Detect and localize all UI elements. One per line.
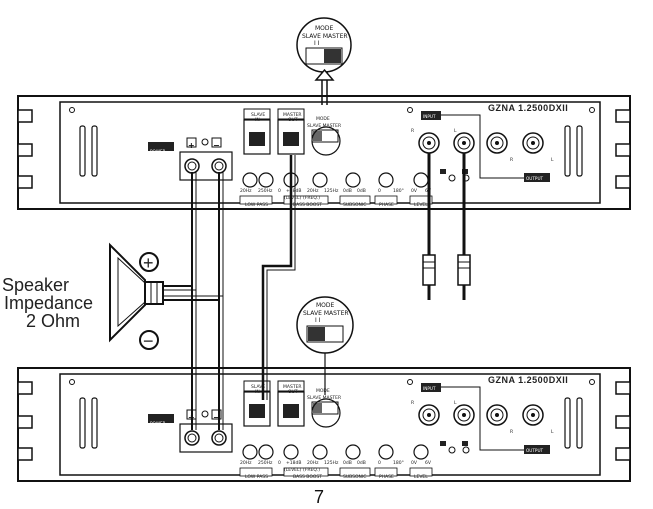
input-label: INPUT xyxy=(423,114,436,119)
model-label: GZNA 1.2500DXII xyxy=(488,103,568,113)
mode-small-label-1: MODE xyxy=(316,388,330,394)
scale-2: 250Hz xyxy=(258,460,273,466)
mode-small-label-2: SLAVE MASTER xyxy=(307,123,341,129)
amp-top-labels: GZNA 1.2500DXII POWER SLAVE IN MASTER OU… xyxy=(150,103,568,208)
slave-in-label-1: SLAVE xyxy=(251,112,265,118)
ch-r-out: R xyxy=(510,429,513,435)
mode-ticks: I I xyxy=(314,40,320,47)
output-label: OUTPUT xyxy=(526,448,544,453)
speaker-icon: + − xyxy=(109,242,164,351)
term-minus: − xyxy=(213,141,220,150)
section-low-pass: LOW PASS xyxy=(245,202,268,208)
ch-l-in: L xyxy=(454,128,457,134)
scale-12: 6V xyxy=(425,460,432,466)
model-label: GZNA 1.2500DXII xyxy=(488,375,568,385)
speaker-wires xyxy=(160,172,224,430)
scale-11: 0V xyxy=(411,188,418,194)
scale-6: 125Hz xyxy=(324,188,339,194)
speaker-minus: − xyxy=(143,331,154,351)
bass-sub-2: (FREQ.) xyxy=(303,195,320,201)
link-cable xyxy=(261,155,296,400)
section-subsonic: SUBSONIC xyxy=(343,202,366,208)
term-plus: + xyxy=(188,141,195,150)
mode-small-label-2: SLAVE MASTER xyxy=(307,395,341,401)
section-low-pass: LOW PASS xyxy=(245,474,268,480)
scale-2: 250Hz xyxy=(258,188,273,194)
ch-l-in: L xyxy=(454,400,457,406)
scale-5: 20Hz xyxy=(307,188,319,194)
bass-sub-1: (LEVEL) xyxy=(284,467,302,473)
scale-1: 20Hz xyxy=(240,460,252,466)
section-phase: PHASE xyxy=(379,202,394,208)
mode-callout-top: MODE SLAVE MASTER I I xyxy=(296,17,352,156)
scale-5: 20Hz xyxy=(307,460,319,466)
mode-callout-bottom: MODE SLAVE MASTER I I xyxy=(296,296,354,428)
scale-8: 0dB xyxy=(357,188,366,194)
power-label: POWER xyxy=(150,149,166,154)
section-subsonic: SUBSONIC xyxy=(343,474,366,480)
mode-title: MODE xyxy=(316,302,335,309)
output-label: OUTPUT xyxy=(526,176,544,181)
speaker-label-2: Impedance xyxy=(4,293,93,313)
mode-small-label-1: MODE xyxy=(316,116,330,122)
slave-in-label-2: IN xyxy=(255,117,260,123)
section-phase: PHASE xyxy=(379,474,394,480)
scale-9: 0 xyxy=(378,188,381,194)
scale-3: 0 xyxy=(278,188,281,194)
slave-in-label-1: SLAVE xyxy=(251,384,265,390)
scale-8: 0dB xyxy=(357,460,366,466)
page-number: 7 xyxy=(314,487,324,507)
section-bass-boost: BASS BOOST xyxy=(293,202,322,208)
term-minus: − xyxy=(213,413,220,422)
master-out-label-1: MASTER xyxy=(283,384,302,390)
scale-11: 0V xyxy=(411,460,418,466)
ch-l-out: L xyxy=(551,157,554,163)
mode-title: MODE xyxy=(315,25,334,32)
rca-cables xyxy=(422,153,471,300)
ch-l-out: L xyxy=(551,429,554,435)
bass-sub-1: (LEVEL) xyxy=(284,195,302,201)
scale-6: 125Hz xyxy=(324,460,339,466)
section-bass-boost: BASS BOOST xyxy=(293,474,322,480)
scale-7: 0dB xyxy=(343,460,352,466)
bass-sub-2: (FREQ.) xyxy=(303,467,320,473)
scale-4: +18dB xyxy=(286,460,301,466)
scale-3: 0 xyxy=(278,460,281,466)
speaker-plus: + xyxy=(143,253,154,273)
mode-labels: SLAVE MASTER xyxy=(303,310,349,317)
mode-labels: SLAVE MASTER xyxy=(302,33,348,40)
speaker-label-1: Speaker xyxy=(2,275,69,295)
scale-4: +18dB xyxy=(286,188,301,194)
ch-r-out: R xyxy=(510,157,513,163)
mode-ticks: I I xyxy=(315,317,321,324)
speaker-label-3: 2 Ohm xyxy=(26,311,80,331)
master-out-label-2: OUT xyxy=(288,389,298,395)
amp-bottom-labels: GZNA 1.2500DXII POWER SLAVE IN MASTER OU… xyxy=(150,375,568,480)
ch-r-in: R xyxy=(411,400,414,406)
scale-10: 180° xyxy=(393,188,404,194)
ch-r-in: R xyxy=(411,128,414,134)
input-label: INPUT xyxy=(423,386,436,391)
section-level: LEVEL xyxy=(414,474,428,480)
slave-in-label-2: IN xyxy=(255,389,260,395)
scale-7: 0dB xyxy=(343,188,352,194)
section-level: LEVEL xyxy=(414,202,428,208)
scale-9: 0 xyxy=(378,460,381,466)
scale-1: 20Hz xyxy=(240,188,252,194)
scale-10: 180° xyxy=(393,460,404,466)
master-out-label-1: MASTER xyxy=(283,112,302,118)
master-out-label-2: OUT xyxy=(288,117,298,123)
power-label: POWER xyxy=(150,421,166,426)
